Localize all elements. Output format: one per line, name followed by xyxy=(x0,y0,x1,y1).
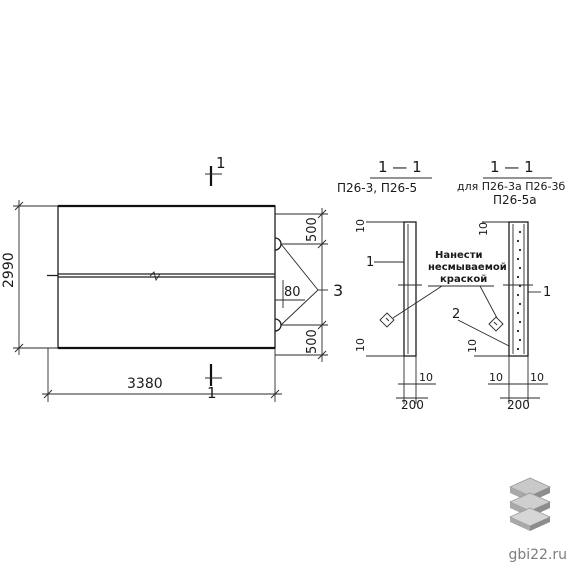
note-leader-left xyxy=(392,285,443,319)
section-a-title: 1 — 1 xyxy=(378,158,422,176)
section-b-dot xyxy=(516,239,520,243)
dim-height-label: 2990 xyxy=(1,252,17,288)
section-b-dot xyxy=(516,347,520,351)
section-b-subtitle: для П26-3а П26-3б xyxy=(457,180,565,193)
callout-3-label: 3 xyxy=(333,281,343,300)
dim-right-tick-4 xyxy=(317,320,327,330)
dim-right-tick-2 xyxy=(317,239,327,249)
section-marker-top-label: 1 xyxy=(216,154,226,172)
section-b-dot xyxy=(518,230,522,234)
section-a-marking-symbol xyxy=(379,312,395,328)
callout-3-leader-upper xyxy=(280,243,319,291)
section-b-dim-width-label: 200 xyxy=(507,398,530,412)
panel-plan: 3 2990 3380 500 80 500 1 xyxy=(1,154,343,402)
section-a-callout-1-label: 1 xyxy=(366,255,374,270)
section-b-dot xyxy=(518,248,522,252)
note-line-3: краской xyxy=(440,274,487,285)
dim-width-tick-left xyxy=(43,389,53,399)
section-b-callout-2-label: 2 xyxy=(452,307,460,322)
section-b-marking-symbol-inner xyxy=(493,321,498,326)
callout-3-leader-lower xyxy=(280,289,319,326)
lifting-loop-upper xyxy=(274,237,282,251)
section-a: 1 — 1 П26-3, П26-5 10 10 1 10 200 xyxy=(337,158,436,412)
section-b-callout-1-label: 1 xyxy=(543,285,551,300)
dim-upper-label: 500 xyxy=(305,217,320,242)
section-b-marking-symbol xyxy=(488,316,504,332)
section-b-dot xyxy=(516,329,520,333)
section-b-dot xyxy=(518,266,522,270)
section-b-title: 1 — 1 xyxy=(490,158,534,176)
dim-height-tick-bottom xyxy=(14,343,24,353)
note-line-1: Нанести xyxy=(435,250,483,261)
section-b: 1 — 1 для П26-3а П26-3б П26-5а 10 10 1 2… xyxy=(452,158,565,412)
dim-right-tick-5 xyxy=(317,350,327,360)
section-b-callout-2-leader xyxy=(457,319,510,347)
section-b-dim-thk-left-label: 10 xyxy=(489,371,503,384)
section-b-dot xyxy=(518,320,522,324)
dim-right-tick-1 xyxy=(317,209,327,219)
dim-middle-label: 80 xyxy=(284,285,301,300)
section-a-profile xyxy=(403,221,417,357)
lifting-loop-lower xyxy=(274,318,282,332)
note-leader-right xyxy=(479,285,498,319)
dim-height-tick-top xyxy=(14,201,24,211)
dim-width-label: 3380 xyxy=(127,376,163,392)
section-b-dim-thk-right-label: 10 xyxy=(530,371,544,384)
section-b-dot xyxy=(516,257,520,261)
section-b-dot xyxy=(518,338,522,342)
site-logo-icon xyxy=(509,477,551,531)
section-a-dim-bottom-label: 10 xyxy=(354,338,367,352)
section-b-dots xyxy=(516,230,522,351)
section-b-dot xyxy=(516,293,520,297)
section-b-dot xyxy=(518,284,522,288)
dim-lower-label: 500 xyxy=(305,329,320,354)
break-mark xyxy=(149,271,161,282)
section-a-dim-top-label: 10 xyxy=(354,219,367,233)
section-a-marking-symbol-inner xyxy=(385,317,390,322)
section-b-dot xyxy=(516,311,520,315)
section-a-dim-width-label: 200 xyxy=(401,398,424,412)
section-a-dim-thk-label: 10 xyxy=(419,371,433,384)
section-b-profile xyxy=(508,221,529,357)
section-marker-bottom-label: 1 xyxy=(207,384,217,402)
section-b-dim-bottom-label: 10 xyxy=(466,339,479,353)
note-line-2: несмываемой xyxy=(428,262,507,273)
watermark-text: gbi22.ru xyxy=(508,547,567,563)
section-b-dim-top-label: 10 xyxy=(477,222,490,236)
section-b-subtitle-2: П26-5а xyxy=(493,193,537,207)
section-b-dot xyxy=(518,302,522,306)
marking-note: Нанести несмываемой краской xyxy=(392,250,507,319)
section-a-subtitle: П26-3, П26-5 xyxy=(337,181,417,195)
dim-width-tick-right xyxy=(270,389,280,399)
section-b-dot xyxy=(516,275,520,279)
